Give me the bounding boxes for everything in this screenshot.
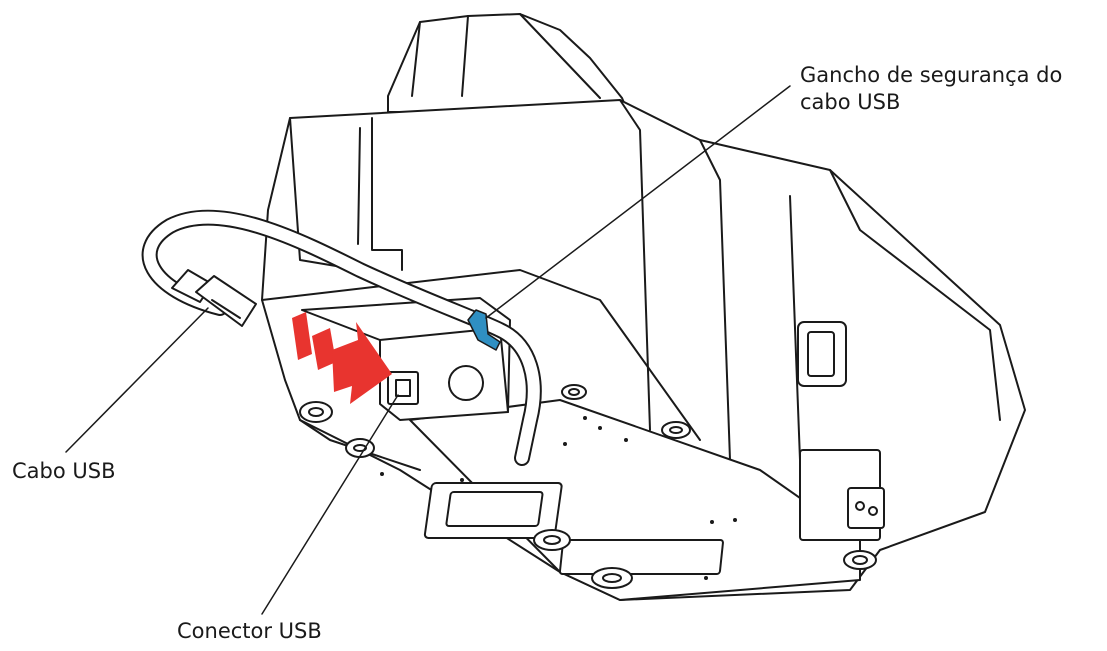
round-port: [448, 365, 484, 401]
leader-hook: [485, 85, 791, 319]
label-usb-cable-hook-line2: cabo USB: [800, 90, 901, 114]
usb-safety-hook: [467, 309, 501, 351]
label-usb-connector: Conector USB: [177, 619, 322, 643]
printer-top-hump: [387, 13, 629, 113]
ground-screw-plate: [847, 487, 885, 529]
label-usb-cable-hook-line1: Gancho de segurança do: [800, 63, 1063, 87]
leader-connector: [261, 394, 399, 615]
leader-cable: [65, 307, 209, 453]
usb-port: [387, 371, 419, 405]
label-usb-cable: Cabo USB: [12, 459, 116, 483]
usb-plug: [171, 269, 257, 327]
insertion-arrow: [292, 312, 392, 404]
label-usb-cable-hook: Gancho de segurança do cabo USB: [800, 62, 1062, 116]
